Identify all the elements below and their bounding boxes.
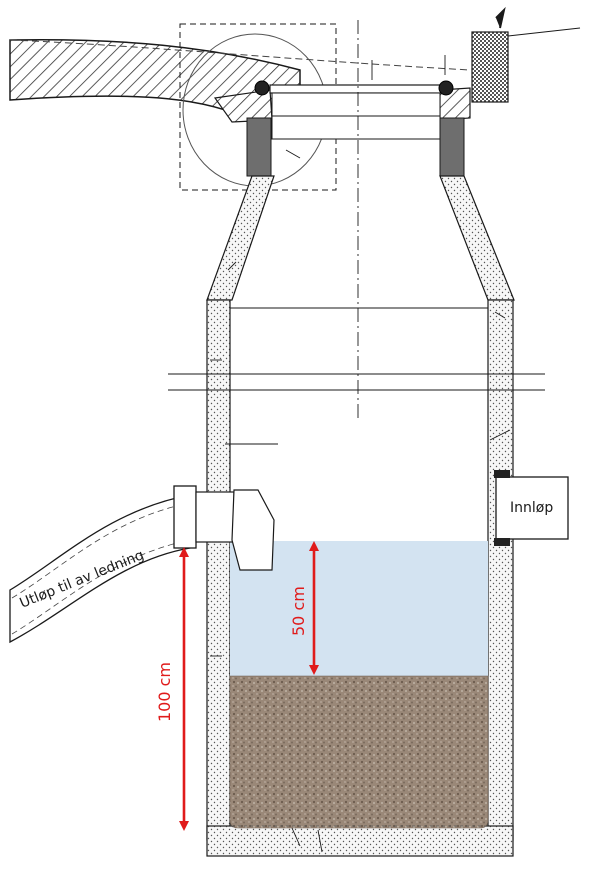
floor-slab <box>206 825 514 857</box>
inlet-label: Innløp <box>510 500 553 516</box>
outlet-elbow <box>231 489 275 571</box>
wall-left <box>206 299 231 841</box>
gasket-ring-left <box>254 80 270 96</box>
curb-mark <box>495 6 506 29</box>
sediment-zone <box>229 675 489 829</box>
curb-block <box>471 31 509 103</box>
road-edge-line <box>9 39 471 71</box>
leader-lines <box>210 55 511 853</box>
inlet-collar-bottom <box>494 538 510 546</box>
outlet-coupling <box>173 485 197 549</box>
inlet-collar-top <box>494 470 510 478</box>
water-depth-label: 50 cm <box>289 586 308 636</box>
cone-right <box>439 175 515 301</box>
wall-right <box>487 299 514 841</box>
cone-left <box>206 175 275 301</box>
inlet-pipe <box>495 476 569 540</box>
outlet-height-label: 100 cm <box>155 662 174 722</box>
lid-top <box>269 84 443 94</box>
adjust-ring-right <box>439 117 465 177</box>
adjust-ring-left <box>246 117 272 177</box>
water-zone <box>230 541 488 676</box>
gasket-ring-right <box>438 80 454 96</box>
outlet-stub <box>195 491 235 543</box>
